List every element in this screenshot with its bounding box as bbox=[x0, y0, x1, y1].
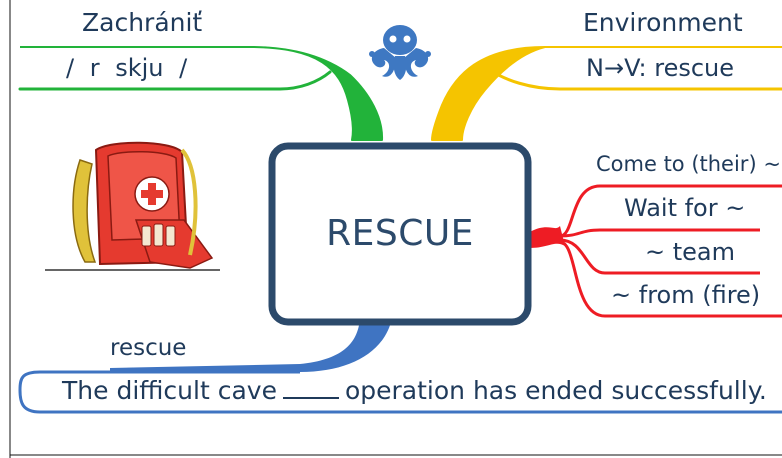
sentence-end: operation has ended successfully. bbox=[344, 376, 767, 405]
word-formation-detail: N→V: rescue bbox=[586, 54, 735, 82]
collocation-item: ~ team bbox=[645, 238, 735, 266]
collocation-item: Wait for ~ bbox=[624, 194, 746, 222]
green-branch bbox=[18, 46, 384, 141]
word-formation-title: Environment bbox=[583, 8, 743, 37]
red-branch bbox=[530, 184, 782, 318]
translation-title: Zachrániť bbox=[82, 8, 203, 37]
octopus-icon bbox=[369, 25, 431, 80]
first-aid-backpack-icon bbox=[45, 141, 220, 271]
example-sentence: The difficult cave operation has ended su… bbox=[62, 378, 767, 403]
example-answer: rescue bbox=[110, 335, 187, 361]
center-box bbox=[268, 142, 532, 326]
center-label: RESCUE bbox=[326, 213, 474, 254]
collocation-item: Come to (their) ~ bbox=[596, 152, 781, 176]
yellow-branch bbox=[431, 46, 782, 141]
sentence-start: The difficult cave bbox=[62, 376, 277, 405]
translation-pronunciation: / r skju / bbox=[66, 54, 188, 82]
answer-blank bbox=[282, 379, 339, 399]
collocation-item: ~ from (fire) bbox=[611, 281, 761, 309]
